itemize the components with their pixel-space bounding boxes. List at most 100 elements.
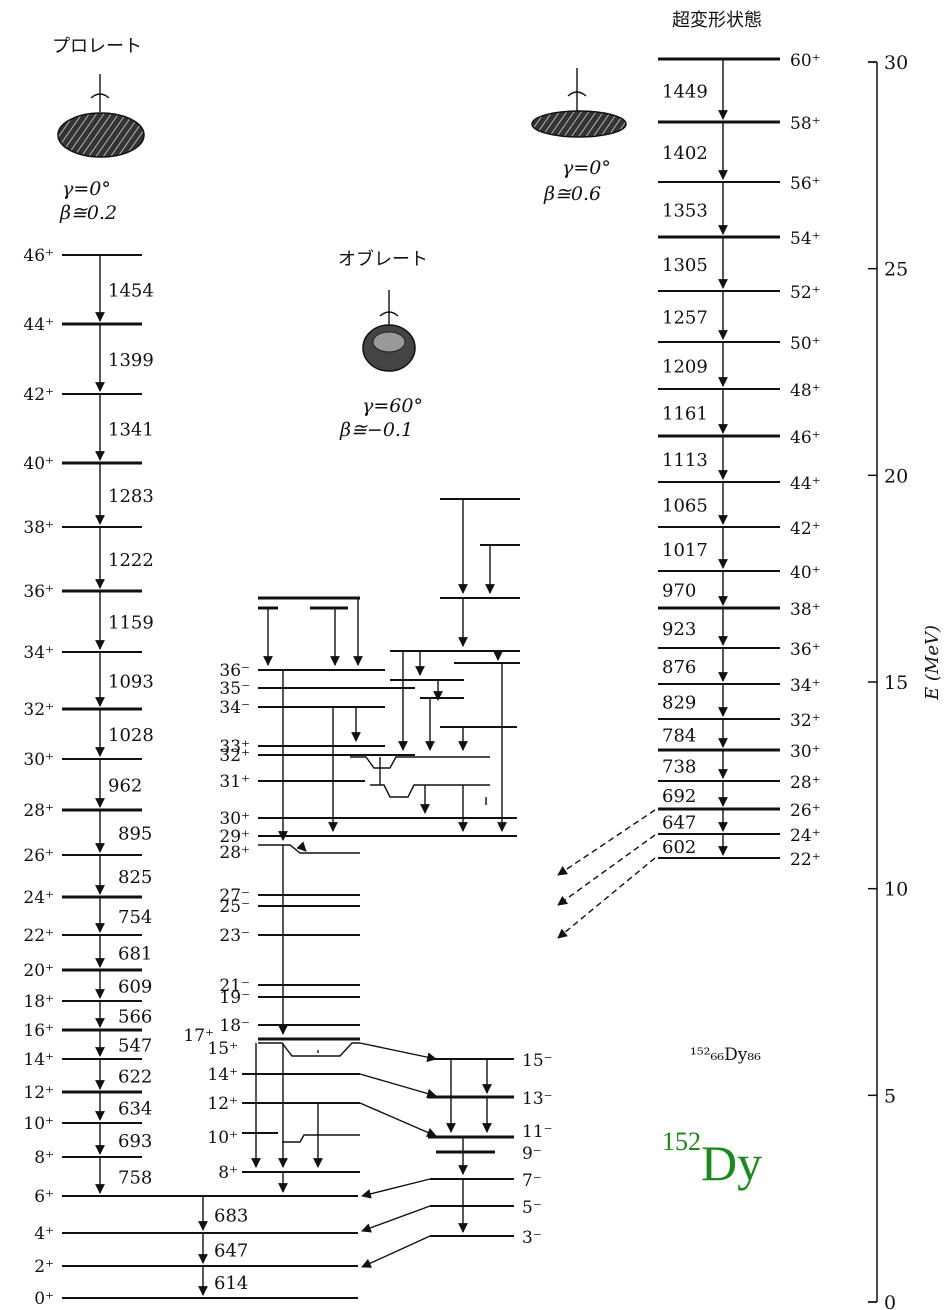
axis-label: E (MeV) bbox=[922, 625, 943, 701]
oblate-structure bbox=[242, 499, 520, 1192]
prolate-transition-energy: 614 bbox=[214, 1273, 248, 1294]
prolate-transition-energy: 1399 bbox=[108, 350, 154, 371]
superdeformed-level-label: 30⁺ bbox=[790, 742, 821, 762]
superdeformed-level-label: 36⁺ bbox=[790, 640, 821, 660]
superdeformed-level-label: 28⁺ bbox=[790, 773, 821, 793]
prolate-level-label: 4⁺ bbox=[34, 1224, 54, 1244]
superdeformed-transition-energy: 1402 bbox=[662, 143, 708, 164]
superdeformed-transition-energy: 1353 bbox=[662, 201, 708, 222]
negative-parity-label: 3⁻ bbox=[522, 1228, 542, 1248]
negative-parity-label: 5⁻ bbox=[522, 1198, 542, 1218]
oblate-level-label: 15⁺ bbox=[207, 1039, 238, 1059]
superdeformed-level-label: 40⁺ bbox=[790, 563, 821, 583]
superdeformed-level-label: 44⁺ bbox=[790, 474, 821, 494]
superdeformed-level-label: 24⁺ bbox=[790, 826, 821, 846]
superdeformed-level-label: 32⁺ bbox=[790, 711, 821, 731]
prolate-transition-energy: 895 bbox=[118, 824, 152, 845]
prolate-level-label: 38⁺ bbox=[23, 518, 54, 538]
superdeformed-transition-energy: 784 bbox=[662, 726, 696, 747]
axis-tick-label: 25 bbox=[884, 259, 908, 281]
superdeformed-level-label: 38⁺ bbox=[790, 600, 821, 620]
oblate-level-label: 8⁺ bbox=[218, 1163, 238, 1183]
prolate-level-label: 40⁺ bbox=[23, 454, 54, 474]
axis-tick-label: 20 bbox=[884, 465, 908, 487]
negative-parity-label: 15⁻ bbox=[522, 1051, 553, 1071]
negative-parity-label: 9⁻ bbox=[522, 1144, 542, 1164]
prolate-level-label: 24⁺ bbox=[23, 888, 54, 908]
axis-tick-label: 5 bbox=[884, 1085, 896, 1107]
axis-tick-label: 0 bbox=[884, 1292, 896, 1310]
level-10-side bbox=[282, 1135, 360, 1142]
prolate-transition-energy: 1283 bbox=[108, 486, 154, 507]
prolate-transition-energy: 1341 bbox=[108, 420, 154, 441]
prolate-band: 46⁺44⁺42⁺40⁺38⁺36⁺34⁺32⁺30⁺28⁺26⁺24⁺22⁺2… bbox=[23, 246, 358, 1309]
oblate-level-label: 30⁺ bbox=[219, 809, 250, 829]
superdeformed-level-label: 42⁺ bbox=[790, 519, 821, 539]
superdeformed-level-label: 26⁺ bbox=[790, 801, 821, 821]
nucleus-mass-number: 152 bbox=[662, 1127, 701, 1156]
superdeformed-level-label: 54⁺ bbox=[790, 229, 821, 249]
prolate-transition-energy: 547 bbox=[118, 1036, 152, 1057]
prolate-level-label: 44⁺ bbox=[23, 315, 54, 335]
prolate-level-label: 16⁺ bbox=[23, 1021, 54, 1041]
superdeformed-level-label: 48⁺ bbox=[790, 381, 821, 401]
negative-parity-label: 7⁻ bbox=[522, 1171, 542, 1191]
prolate-transition-energy: 622 bbox=[118, 1067, 152, 1088]
prolate-transition-energy: 825 bbox=[118, 867, 152, 888]
negative-parity-label: 11⁻ bbox=[522, 1122, 553, 1142]
sideband-level bbox=[350, 757, 490, 768]
level-15-plus bbox=[258, 1043, 360, 1056]
prolate-level-label: 32⁺ bbox=[23, 700, 54, 720]
oblate-level-labels: 36⁻35⁻34⁻33⁺32⁺31⁺30⁺29⁺28⁺27⁻25⁻23⁻21⁻1… bbox=[183, 661, 250, 1183]
superdeformed-level-label: 46⁺ bbox=[790, 428, 821, 448]
superdeformed-decay-paths bbox=[558, 810, 655, 938]
superdeformed-shape-icon bbox=[532, 68, 626, 137]
oblate-level-label: 34⁻ bbox=[219, 698, 250, 718]
oblate-level-label: 36⁻ bbox=[219, 661, 250, 681]
prolate-transition-energy: 693 bbox=[118, 1131, 152, 1152]
prolate-level-label: 28⁺ bbox=[23, 801, 54, 821]
oblate-gamma: γ=60° bbox=[362, 395, 423, 417]
superdeformed-transition-energy: 1161 bbox=[662, 404, 708, 425]
superdeformed-transition-energy: 1449 bbox=[662, 82, 708, 103]
superdeformed-transition-energy: 647 bbox=[662, 813, 696, 834]
sideband-level bbox=[370, 785, 490, 797]
oblate-level-label: 31⁺ bbox=[219, 772, 250, 792]
prolate-transition-energy: 754 bbox=[118, 907, 152, 928]
prolate-transition-energy: 683 bbox=[214, 1206, 248, 1227]
prolate-level-label: 6⁺ bbox=[34, 1187, 54, 1207]
prolate-transition-energy: 962 bbox=[108, 776, 142, 797]
oblate-header: オブレート bbox=[338, 248, 428, 270]
superdeformed-transition-energy: 1065 bbox=[662, 496, 708, 517]
prolate-level-label: 2⁺ bbox=[34, 1257, 54, 1277]
superdeformed-level-label: 50⁺ bbox=[790, 334, 821, 354]
superdeformed-header: 超変形状態 bbox=[672, 10, 762, 31]
oblate-level-label: 14⁺ bbox=[207, 1065, 238, 1085]
superdeformed-level-label: 58⁺ bbox=[790, 114, 821, 134]
prolate-transition-energy: 1454 bbox=[108, 281, 154, 302]
prolate-level-label: 10⁺ bbox=[23, 1114, 54, 1134]
superdeformed-transition-energy: 970 bbox=[662, 581, 696, 602]
prolate-transition-energy: 1159 bbox=[108, 613, 154, 634]
oblate-level-label: 10⁺ bbox=[207, 1128, 238, 1148]
prolate-level-label: 42⁺ bbox=[23, 385, 54, 405]
oblate-level-label: 12⁺ bbox=[207, 1094, 238, 1114]
axis-tick-label: 30 bbox=[884, 52, 908, 74]
superdeformed-transition-energy: 1257 bbox=[662, 308, 708, 329]
prolate-level-label: 20⁺ bbox=[23, 961, 54, 981]
superdeformed-transition-energy: 1305 bbox=[662, 255, 708, 276]
superdeformed-level-label: 60⁺ bbox=[790, 51, 821, 71]
prolate-transition-energy: 647 bbox=[214, 1241, 248, 1262]
oblate-level-label: 32⁺ bbox=[219, 746, 250, 766]
prolate-level-label: 18⁺ bbox=[23, 992, 54, 1012]
superdeformed-transition-energy: 1017 bbox=[662, 540, 708, 561]
prolate-level-label: 0⁺ bbox=[34, 1289, 54, 1309]
oblate-level-label: 18⁻ bbox=[219, 1016, 250, 1036]
prolate-level-label: 30⁺ bbox=[23, 750, 54, 770]
oblate-level-label: 23⁻ bbox=[219, 926, 250, 946]
prolate-transition-energy: 566 bbox=[118, 1007, 152, 1028]
prolate-transition-energy: 1028 bbox=[108, 725, 154, 746]
